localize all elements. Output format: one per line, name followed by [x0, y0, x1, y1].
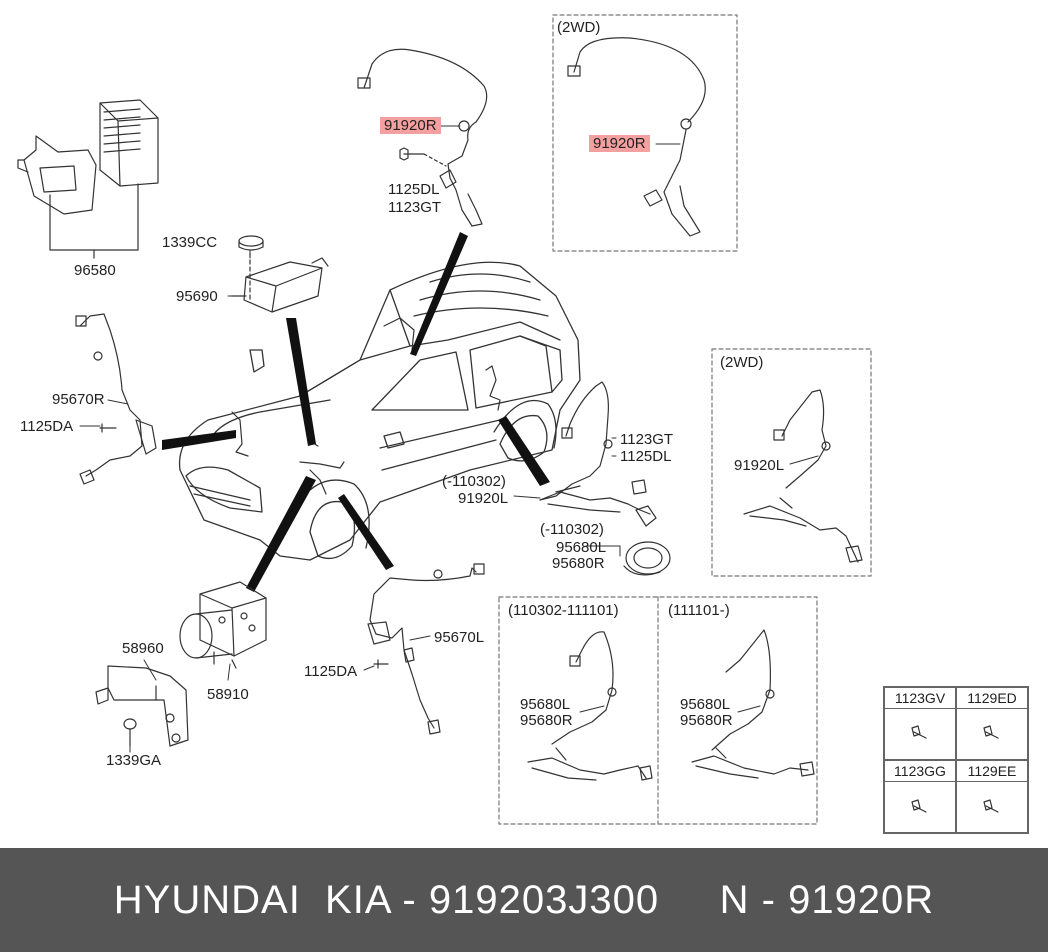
- legend-code: 1129ED: [967, 690, 1017, 706]
- part-label-range-110302-a: (-110302): [442, 473, 506, 490]
- part-label-1123gt-top: 1123GT: [388, 199, 442, 216]
- box-title-2wd-top: (2WD): [557, 19, 601, 36]
- part-number-banner: HYUNDAI KIA - 919203J300 N - 91920R: [0, 848, 1048, 952]
- box-title-range-111101: (111101-): [668, 602, 730, 619]
- label-leaders: [79, 125, 819, 753]
- wheel-speed-harness-111101: [691, 629, 815, 779]
- legend-code: 1129EE: [967, 763, 1017, 779]
- part-label-95670l: 95670L: [434, 629, 485, 646]
- part-label-1125dl-mid: 1125DL: [620, 448, 672, 465]
- part-label-58960: 58960: [122, 640, 164, 657]
- part-label-1339cc: 1339CC: [162, 234, 218, 251]
- legend-cell-1123gg: 1123GG: [884, 760, 956, 833]
- part-label-58910: 58910: [207, 686, 249, 703]
- part-label-1125dl-top: 1125DL: [388, 181, 440, 198]
- legend-code: 1123GV: [894, 690, 946, 706]
- part-label-1339ga: 1339GA: [106, 752, 162, 769]
- legend-cell-1129ee: 1129EE: [956, 760, 1028, 833]
- part-label-1125da-bottom: 1125DA: [304, 663, 358, 680]
- part-label-1123gt-mid: 1123GT: [620, 431, 674, 448]
- part-label-91920r-2wd-highlighted: 91920R: [589, 135, 650, 152]
- part-label-95670r: 95670R: [52, 391, 105, 408]
- yaw-sensor-part: [231, 235, 329, 313]
- parts-diagram: 96580 1339CC 95690 91920R 1125DL 1123GT …: [17, 14, 1029, 834]
- part-label-96580: 96580: [74, 262, 116, 279]
- part-label-range-110302-b: (-110302): [540, 521, 604, 538]
- part-label-91920l-2wd: 91920L: [734, 457, 785, 474]
- fastener-legend-table: 1123GV 1129ED 1123GG 1129EE: [883, 686, 1029, 834]
- part-label-91920l-mid: 91920L: [458, 490, 509, 507]
- part-label-1125da-left: 1125DA: [20, 418, 74, 435]
- legend-bolts: [911, 725, 999, 813]
- wheel-speed-harness-2wd-top: [567, 37, 706, 237]
- part-label-95680r-a: 95680R: [520, 712, 573, 729]
- part-label-95680l-mid: 95680L: [556, 539, 607, 556]
- legend-cell-1123gv: 1123GV: [884, 687, 956, 760]
- part-label-91920r-highlighted: 91920R: [380, 117, 441, 134]
- box-title-2wd-right: (2WD): [720, 354, 764, 371]
- vehicle-wiring: [231, 317, 501, 495]
- wheel-speed-harness-2wd-right: [743, 389, 863, 563]
- legend-cell-1129ed: 1129ED: [956, 687, 1028, 760]
- abs-bracket-part: [95, 665, 189, 747]
- legend-code: 1123GG: [894, 763, 946, 779]
- diagram-drawing: [17, 14, 999, 825]
- wheel-speed-harness-110302: [527, 631, 653, 781]
- abs-unit-part: [179, 581, 267, 669]
- part-label-95690: 95690: [176, 288, 218, 305]
- vehicle-outline: [178, 261, 581, 561]
- part-label-95680r-mid: 95680R: [552, 555, 605, 572]
- front-left-harness-part: [539, 381, 671, 576]
- front-left-sensor-part: [367, 563, 485, 735]
- part-label-95680l-a: 95680L: [520, 696, 571, 713]
- part-label-95680r-b: 95680R: [680, 712, 733, 729]
- front-right-sensor-part: [75, 313, 157, 485]
- leader-pointers: [162, 232, 550, 592]
- part-label-95680l-b: 95680L: [680, 696, 731, 713]
- part-number-text: HYUNDAI KIA - 919203J300 N - 91920R: [113, 878, 935, 922]
- control-module-part: [17, 99, 159, 259]
- box-title-range-110302-111101: (110302-111101): [508, 602, 619, 619]
